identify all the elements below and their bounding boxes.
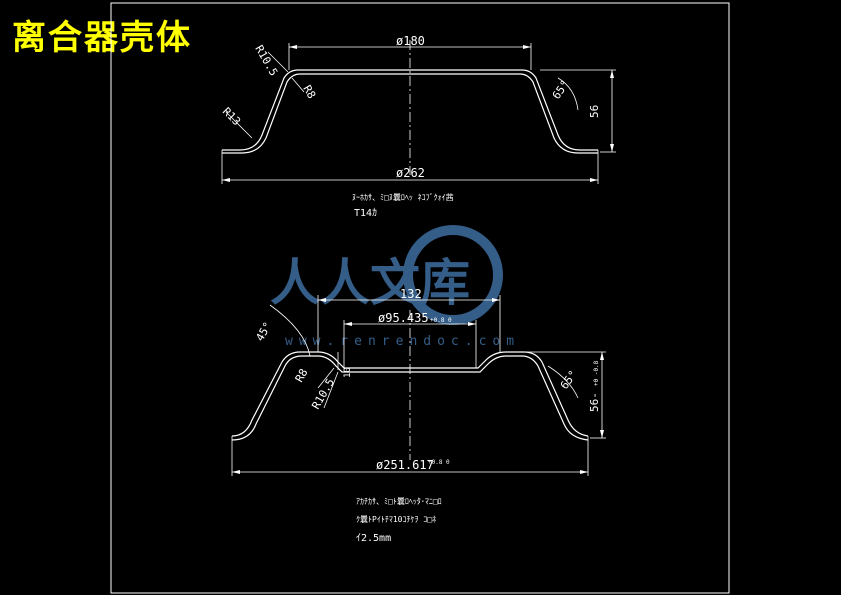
- drawing-title: 离合器壳体: [12, 18, 192, 58]
- angle-arc-65b: [547, 365, 579, 399]
- top-profile-outer: [222, 69, 598, 151]
- watermark: 人人文库 www.renrendoc.com: [270, 225, 520, 349]
- top-note-1: ﾇｰﾎｶｻ、ﾐ□ﾇ曩ﾛﾍｯ ﾈｺﾌﾞｸｫｲ茜: [352, 192, 454, 202]
- top-view: [221, 40, 616, 184]
- top-profile-inner: [222, 73, 598, 154]
- bottom-dia-251: ø251.617: [376, 458, 434, 472]
- top-radius-8: R8: [300, 83, 318, 101]
- bottom-height-tol: +0 -0.8: [593, 360, 600, 386]
- bottom-note-2: ｸ曩ﾄPｲﾄﾁﾏ10ｺﾁｹｦ ｺ□ﾈ: [356, 515, 436, 524]
- bottom-radius-8: R8: [293, 367, 311, 385]
- bottom-dia-95-tol: +0.8 0: [430, 317, 452, 324]
- bottom-view: [231, 295, 606, 476]
- watermark-text: 人人文库: [270, 254, 470, 312]
- watermark-ring: [403, 225, 503, 325]
- drawing-border: [110, 2, 730, 594]
- bottom-note-1: ｱｶﾁｶｻ、ﾐ□ﾄ曩ﾛﾍｯﾀ･ﾏﾆ□ﾛ: [356, 497, 442, 506]
- top-height-56: 56: [588, 105, 601, 118]
- angle-arc-45: [269, 304, 311, 357]
- bottom-note-3: ｲ2.5mm: [356, 533, 391, 544]
- bottom-dim-132: 132: [400, 287, 422, 301]
- top-note-2: T14ｶ: [354, 207, 377, 219]
- top-view-labels: ø180 ø262 R10.5 R8 R13 65° 56 ﾇｰﾎｶｻ、ﾐ□ﾇ曩…: [220, 34, 601, 219]
- bottom-profile-inner: [231, 355, 589, 441]
- top-dia-262: ø262: [396, 166, 425, 180]
- bottom-angle-45: 45°: [253, 320, 274, 344]
- bottom-height-10: 10: [343, 367, 353, 378]
- bottom-height-56: 56-: [588, 392, 601, 412]
- bottom-dia-251-tol: +0.8 0: [428, 459, 450, 466]
- bottom-angle-65: 65°: [558, 368, 580, 392]
- top-dia-180: ø180: [396, 34, 425, 48]
- top-angle-65: 65°: [550, 78, 572, 102]
- top-radius-13: R13: [220, 105, 243, 128]
- bottom-profile-outer: [231, 351, 589, 437]
- angle-arc-top: [557, 77, 579, 111]
- bottom-dia-95: ø95.435: [378, 311, 429, 325]
- dimension-arrows: [222, 45, 614, 474]
- bottom-view-labels: 132 ø95.435 +0.8 0 45° 10 R8 R10.5 65° 5…: [253, 287, 601, 544]
- watermark-url: www.renrendoc.com: [285, 334, 520, 349]
- bottom-radius-10-5: R10.5: [309, 376, 337, 411]
